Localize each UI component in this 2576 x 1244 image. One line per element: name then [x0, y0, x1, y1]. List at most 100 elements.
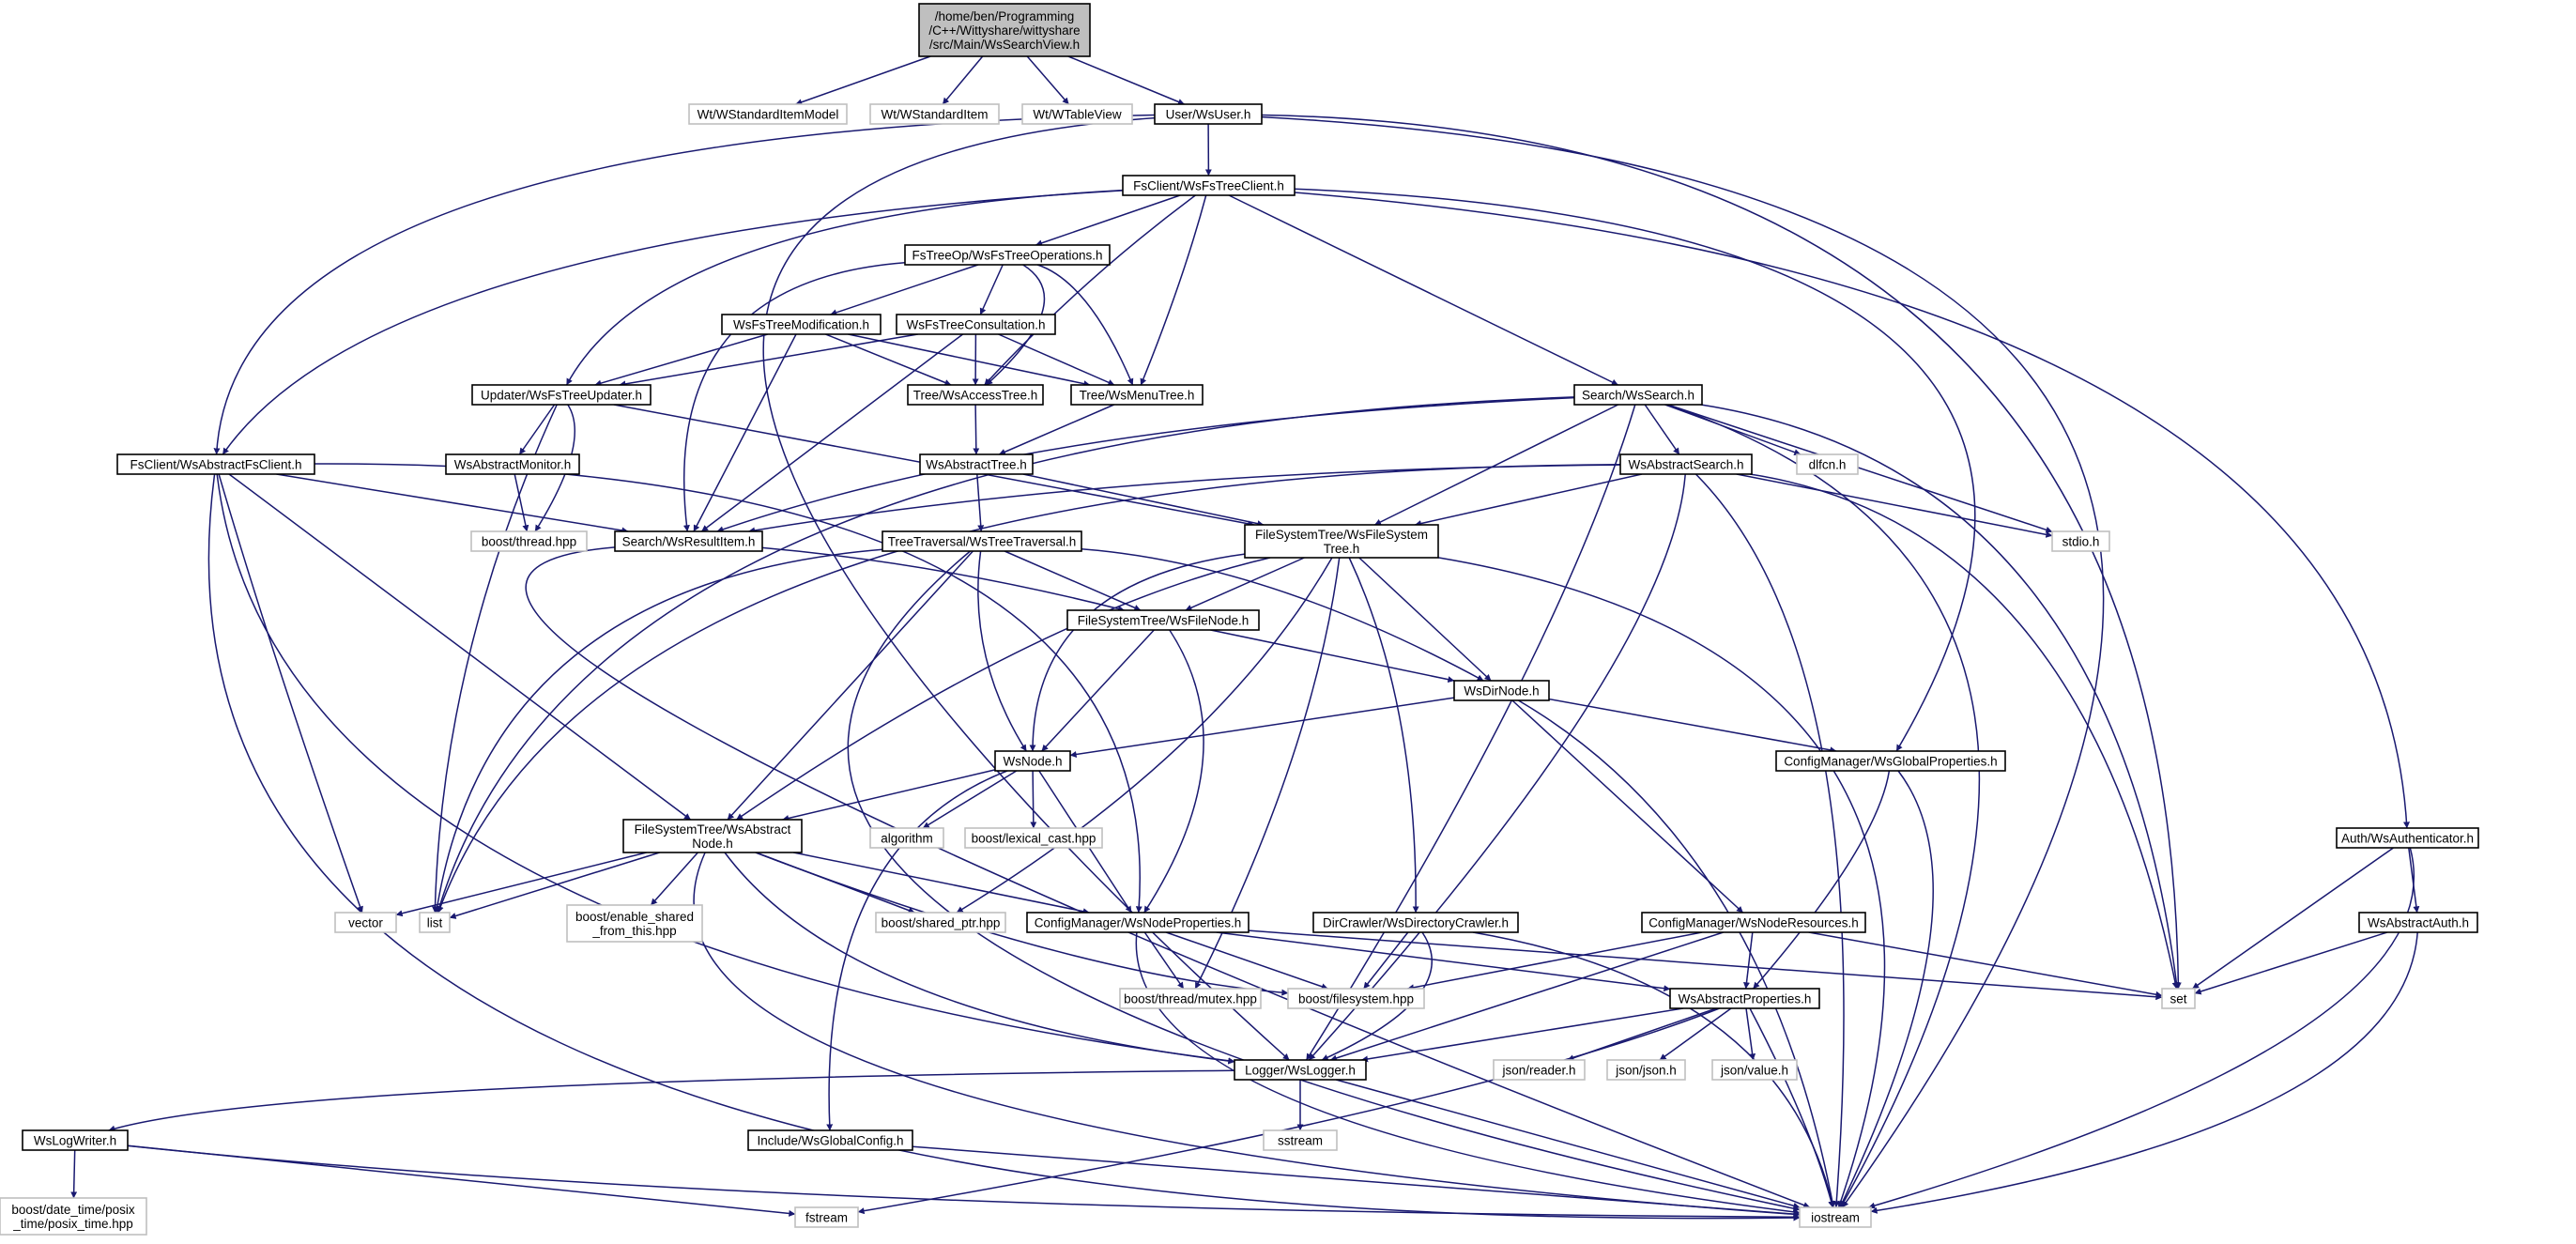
node-label: ConfigManager/WsGlobalProperties.h — [1784, 755, 1997, 769]
edge-file_node-to-node_properties — [1143, 629, 1204, 914]
node-label: Tree/WsMenuTree.h — [1080, 389, 1195, 403]
node-access-tree[interactable]: Tree/WsAccessTree.h — [907, 384, 1044, 406]
node-fstream: fstream — [794, 1206, 859, 1228]
node-label: json/json.h — [1615, 1064, 1677, 1078]
edge-authenticator-to-abstract_auth — [2408, 847, 2420, 914]
edge-root-to-wt_table_view — [1026, 55, 1069, 105]
edge-result_item-to-file_node — [761, 546, 1125, 612]
node-result-item[interactable]: Search/WsResultItem.h — [614, 530, 763, 552]
node-ws-user[interactable]: User/WsUser.h — [1154, 103, 1263, 125]
edge-abstract_monitor-to-boost_thread — [514, 473, 529, 532]
edge-fs_tree_client-to-authenticator — [1294, 192, 2411, 829]
node-abstract-monitor[interactable]: WsAbstractMonitor.h — [445, 453, 580, 475]
edge-fs_tree_client-to-menu_tree — [1140, 194, 1207, 386]
node-box — [2336, 827, 2479, 849]
node-authenticator[interactable]: Auth/WsAuthenticator.h — [2336, 827, 2479, 849]
node-fs-tree-operations[interactable]: FsTreeOp/WsFsTreeOperations.h — [904, 244, 1111, 266]
node-box — [1119, 988, 1262, 1009]
node-dir-node[interactable]: WsDirNode.h — [1453, 680, 1550, 701]
edge-abstract_tree-to-file_system_tree — [1022, 473, 1265, 528]
node-box — [2358, 912, 2478, 933]
node-directory-crawler[interactable]: DirCrawler/WsDirectoryCrawler.h — [1312, 912, 1519, 933]
node-box — [1619, 453, 1753, 475]
node-box — [875, 912, 1006, 933]
edge-root-to-wt_item_model — [795, 55, 931, 106]
node-logger[interactable]: Logger/WsLogger.h — [1234, 1059, 1367, 1081]
node-label: Updater/WsFsTreeUpdater.h — [481, 389, 642, 403]
edge-abstract_properties-to-iostream — [1749, 1007, 1835, 1208]
edge-abstract_node-to-list — [449, 852, 660, 919]
node-menu-tree[interactable]: Tree/WsMenuTree.h — [1070, 384, 1204, 406]
node-box — [1711, 1059, 1798, 1081]
edge-ws_user-to-set — [1261, 114, 2182, 990]
edge-root-to-wt_item — [942, 55, 984, 105]
node-algorithm: algorithm — [869, 827, 944, 849]
node-box — [1154, 103, 1263, 125]
edge-file_node-to-ws_node — [1041, 629, 1155, 752]
edge-fs_tree_client-to-ws_search — [1228, 194, 1618, 386]
node-label: Wt/WTableView — [1033, 108, 1122, 122]
node-log-writer[interactable]: WsLogWriter.h — [22, 1129, 129, 1151]
node-json-value: json/value.h — [1711, 1059, 1798, 1081]
edge-fs_tree_updater-to-abstract_monitor — [518, 404, 556, 455]
node-global-config[interactable]: Include/WsGlobalConfig.h — [747, 1129, 913, 1151]
node-label: Logger/WsLogger.h — [1245, 1064, 1356, 1078]
node-fs-tree-client[interactable]: FsClient/WsFsTreeClient.h — [1122, 175, 1296, 196]
edge-ws_search-to-iostream — [1666, 404, 1981, 1208]
node-abstract-auth[interactable]: WsAbstractAuth.h — [2358, 912, 2478, 933]
node-json-reader: json/reader.h — [1493, 1059, 1586, 1081]
edge-abstract_auth-to-set — [2194, 931, 2388, 995]
node-file-node[interactable]: FileSystemTree/WsFileNode.h — [1066, 609, 1260, 631]
edge-root-to-ws_user — [1067, 55, 1185, 105]
node-label: boost/enable_shared — [575, 910, 694, 924]
node-node-properties[interactable]: ConfigManager/WsNodeProperties.h — [1026, 912, 1250, 933]
node-label: boost/date_time/posix — [11, 1203, 135, 1217]
node-box — [1122, 175, 1296, 196]
node-fs-tree-modification[interactable]: WsFsTreeModification.h — [721, 314, 882, 335]
node-box — [566, 904, 703, 943]
edge-fs_tree_updater-to-list — [431, 404, 558, 914]
edge-abstract_fs_client-to-result_item — [276, 473, 629, 534]
node-label: ConfigManager/WsNodeResources.h — [1648, 916, 1859, 930]
edge-fs_tree_client-to-fs_tree_operations — [1035, 194, 1181, 247]
node-label: WsAbstractAuth.h — [2368, 916, 2469, 930]
node-global-properties[interactable]: ConfigManager/WsGlobalProperties.h — [1775, 750, 2006, 772]
node-tree-traversal[interactable]: TreeTraversal/WsTreeTraversal.h — [882, 530, 1082, 552]
node-abstract-search[interactable]: WsAbstractSearch.h — [1619, 453, 1753, 475]
node-label: FileSystemTree/WsAbstract — [635, 822, 791, 837]
edge-file_system_tree-to-shared_ptr — [956, 557, 1333, 914]
edge-abstract_fs_client-to-iostream — [207, 473, 1801, 1221]
node-label: _time/posix_time.hpp — [12, 1217, 133, 1231]
node-box — [688, 103, 848, 125]
node-box — [896, 314, 1056, 335]
edge-fs_tree_operations-to-menu_tree — [1036, 264, 1134, 386]
edge-file_node-to-dir_node — [1210, 629, 1455, 683]
edge-ws_search-to-set — [1700, 404, 2180, 990]
node-abstract-tree[interactable]: WsAbstractTree.h — [919, 453, 1034, 475]
node-label: WsFsTreeModification.h — [733, 318, 869, 332]
node-label: Tree/WsAccessTree.h — [913, 389, 1038, 403]
edge-tree_traversal-to-abstract_node — [727, 550, 974, 821]
node-box — [614, 530, 763, 552]
node-label: FsClient/WsAbstractFsClient.h — [130, 458, 301, 472]
edge-abstract_node-to-iostream — [693, 852, 1801, 1218]
edge-fs_tree_modification-to-fs_tree_updater — [594, 333, 768, 387]
node-label: Wt/WStandardItemModel — [698, 108, 839, 122]
node-label: TreeTraversal/WsTreeTraversal.h — [888, 535, 1077, 549]
node-abstract-fs-client[interactable]: FsClient/WsAbstractFsClient.h — [116, 453, 315, 475]
edge-logger-to-iostream — [1335, 1079, 1801, 1209]
node-ws-search[interactable]: Search/WsSearch.h — [1573, 384, 1703, 406]
node-fs-tree-consultation[interactable]: WsFsTreeConsultation.h — [896, 314, 1056, 335]
node-root[interactable]: /home/ben/Programming/C++/Wittyshare/wit… — [918, 3, 1091, 57]
node-label: boost/shared_ptr.hpp — [882, 916, 1001, 930]
node-fs-tree-updater[interactable]: Updater/WsFsTreeUpdater.h — [471, 384, 652, 406]
node-node-resources[interactable]: ConfigManager/WsNodeResources.h — [1641, 912, 1866, 933]
node-ws-node[interactable]: WsNode.h — [994, 750, 1071, 772]
node-box — [869, 103, 1000, 125]
edge-tree_traversal-to-iostream — [847, 550, 1801, 1212]
edge-authenticator-to-iostream — [1868, 847, 2415, 1209]
node-abstract-properties[interactable]: WsAbstractProperties.h — [1669, 988, 1820, 1009]
node-label: DirCrawler/WsDirectoryCrawler.h — [1323, 916, 1509, 930]
